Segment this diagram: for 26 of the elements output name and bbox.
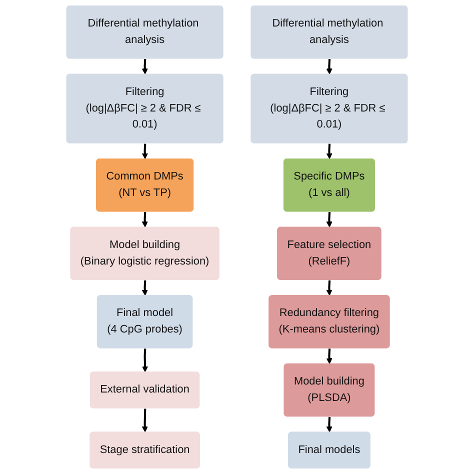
node-box: Specific DMPs (1 vs all) bbox=[283, 158, 375, 212]
node-box: Model building (PLSDA) bbox=[284, 363, 375, 417]
node-box: Stage stratification bbox=[90, 432, 200, 469]
arrow bbox=[142, 348, 148, 372]
arrow bbox=[142, 408, 148, 432]
arrow bbox=[326, 416, 332, 432]
node-box: Differential methylation analysis bbox=[250, 5, 408, 59]
arrow bbox=[326, 280, 332, 296]
node-box: Common DMPs (NT vs TP) bbox=[96, 158, 194, 212]
node-box: Model building (Binary logistic regression) bbox=[70, 226, 220, 280]
node-box: External validation bbox=[90, 372, 200, 408]
arrow bbox=[326, 144, 332, 160]
node-box: Filtering (log|ΔβFC| ≥ 2 & FDR ≤ 0.01) bbox=[250, 74, 408, 144]
node-box: Redundancy filtering (K-means clustering) bbox=[268, 295, 390, 348]
arrow bbox=[142, 280, 148, 296]
node-box: Final models bbox=[288, 432, 370, 469]
arrow bbox=[142, 59, 148, 74]
node-box: Feature selection (ReliefF) bbox=[277, 226, 382, 280]
node-box: Final model (4 CpG probes) bbox=[96, 295, 193, 348]
node-box: Differential methylation analysis bbox=[66, 5, 224, 59]
arrow bbox=[326, 212, 332, 228]
arrow bbox=[142, 212, 148, 228]
arrow bbox=[326, 59, 332, 74]
arrow bbox=[142, 144, 148, 160]
node-box: Filtering (log|ΔβFC| ≥ 2 & FDR ≤ 0.01) bbox=[66, 74, 224, 144]
arrow bbox=[326, 348, 332, 364]
